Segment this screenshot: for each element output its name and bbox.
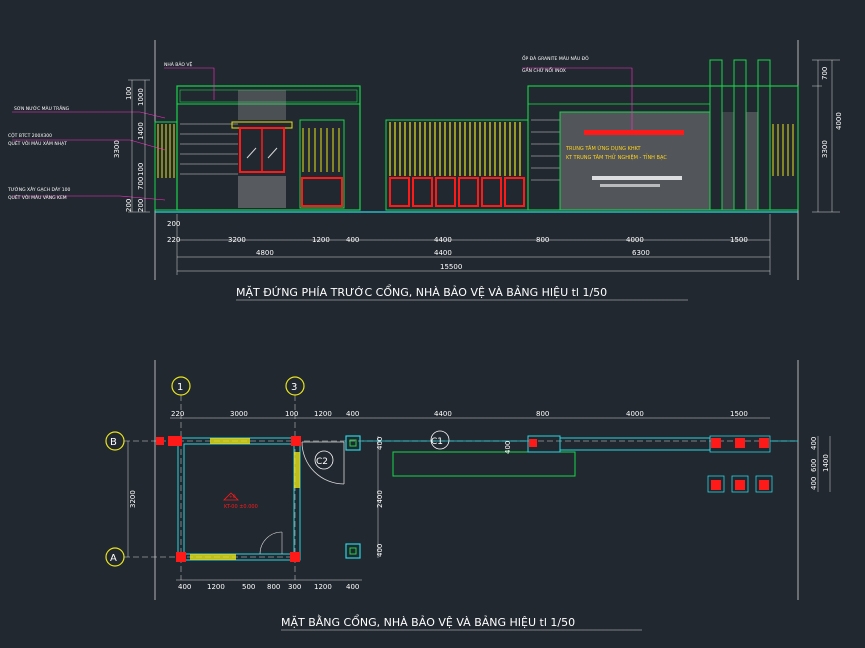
pbdim-400b: 400 xyxy=(346,583,359,591)
left-height-dims xyxy=(128,79,150,213)
dim-w-800: 800 xyxy=(536,236,549,244)
dim-h-100a: 100 xyxy=(125,87,133,100)
dim-small-200: 200 xyxy=(167,220,180,228)
dim-h-100b: 100 xyxy=(137,163,145,176)
dim-h-3300: 3300 xyxy=(113,140,121,158)
dim-h-4000r: 4000 xyxy=(835,112,843,130)
axis-3-label: 3 xyxy=(291,382,297,393)
main-gate-elevation xyxy=(385,119,529,211)
pdim-mid-400b: 400 xyxy=(376,544,384,557)
leader-lines xyxy=(12,67,633,201)
note-granite-2: GẮN CHỮ NỔI INOX xyxy=(522,66,566,74)
pbdim-300: 300 xyxy=(288,583,301,591)
right-height-dims xyxy=(812,59,840,213)
guard-house-plan: +0 KT-00 ±0.000 xyxy=(168,436,301,562)
pdim-400: 400 xyxy=(346,410,359,418)
door-c2: C2 xyxy=(301,441,345,485)
note-wall-1: TƯỜNG XÂY GẠCH DÀY 100 xyxy=(7,186,71,193)
dim-h-3300r: 3300 xyxy=(821,140,829,158)
dim-w-4400: 4400 xyxy=(434,236,452,244)
dim-h-700: 700 xyxy=(137,177,145,190)
dim-h-1000: 1000 xyxy=(137,88,145,106)
gate-dim-400: 400 xyxy=(504,441,512,454)
gate-c1: C1 400 xyxy=(362,430,576,477)
pdim-1500: 1500 xyxy=(730,410,748,418)
dim-w-220: 220 xyxy=(167,236,180,244)
door-tag-c2: C2 xyxy=(316,457,328,467)
pdim-left-3200: 3200 xyxy=(129,490,137,508)
dim-h-1400: 1400 xyxy=(137,122,145,140)
pdim-mid-2400: 2400 xyxy=(376,490,384,508)
note-paint: SƠN NƯỚC MÀU TRẮNG xyxy=(14,104,70,112)
sign-line-1: TRUNG TÂM ỨNG DỤNG KHKT xyxy=(565,145,642,152)
left-fence xyxy=(154,121,178,211)
elevation-view: TRUNG TÂM ỨNG DỤNG KHKT KT TRUNG TÂM THỬ… xyxy=(7,40,843,301)
pdim-r-400a: 400 xyxy=(810,437,818,450)
dim-total: 15500 xyxy=(440,263,462,271)
horizontal-dims xyxy=(176,214,771,275)
pdim-1200: 1200 xyxy=(314,410,332,418)
note-column-1: CỘT BTCT 200X300 xyxy=(8,132,52,139)
dim-h-200b: 200 xyxy=(137,199,145,212)
dim-w-4000: 4000 xyxy=(626,236,644,244)
level-tag: KT-00 ±0.000 xyxy=(224,504,258,510)
dim-w-4400b: 4400 xyxy=(434,249,452,257)
sign-line-2: KT TRUNG TÂM THỬ NGHIỆM - TỈNH BẠC xyxy=(566,153,667,161)
pbdim-500: 500 xyxy=(242,583,255,591)
dim-w-3200: 3200 xyxy=(228,236,246,244)
pdim-4400: 4400 xyxy=(434,410,452,418)
pbdim-400a: 400 xyxy=(178,583,191,591)
pdim-r-600: 600 xyxy=(810,459,818,472)
note-guard-house: NHÀ BẢO VỆ xyxy=(164,60,192,68)
plan-title: MẶT BẰNG CỔNG, NHÀ BẢO VỆ VÀ BẢNG HIỆU t… xyxy=(281,614,575,629)
axis-B-label: B xyxy=(110,437,117,448)
level-mark: +0 xyxy=(229,494,236,500)
note-granite-1: ỐP ĐÁ GRANITE MÀU NÂU ĐỎ xyxy=(522,54,589,62)
dim-h-700r: 700 xyxy=(821,67,829,80)
dim-h-200a: 200 xyxy=(125,199,133,212)
pbdim-1200b: 1200 xyxy=(314,583,332,591)
axis-3-bubble xyxy=(285,376,305,396)
plan-view: 1 3 B A +0 KT-00 ±0.000 xyxy=(105,360,831,631)
pdim-4000: 4000 xyxy=(626,410,644,418)
dim-w-6300: 6300 xyxy=(632,249,650,257)
axis-A-label: A xyxy=(110,553,117,564)
sign-wall-plan xyxy=(156,435,798,493)
pdim-3000: 3000 xyxy=(230,410,248,418)
pdim-100: 100 xyxy=(285,410,298,418)
pdim-r-1400: 1400 xyxy=(822,454,830,472)
door-tag-c1: C1 xyxy=(431,437,443,447)
pdim-mid-400a: 400 xyxy=(376,437,384,450)
dim-w-1200: 1200 xyxy=(312,236,330,244)
note-wall-2: QUÉT VÔI MÀU VÀNG KEM xyxy=(8,193,67,201)
pdim-800: 800 xyxy=(536,410,549,418)
pdim-r-400b: 400 xyxy=(810,477,818,490)
sign-wall-elevation: TRUNG TÂM ỨNG DỤNG KHKT KT TRUNG TÂM THỬ… xyxy=(527,59,799,211)
axis-B-bubble xyxy=(105,431,125,451)
guard-house-elevation xyxy=(176,85,361,211)
axis-A-bubble xyxy=(105,547,125,567)
axis-1-bubble xyxy=(171,376,191,396)
note-column-2: QUÉT VÔI MÀU XÁM NHẠT xyxy=(8,139,67,147)
pbdim-800: 800 xyxy=(267,583,280,591)
dim-w-1500: 1500 xyxy=(730,236,748,244)
dim-w-400: 400 xyxy=(346,236,359,244)
dim-w-4800: 4800 xyxy=(256,249,274,257)
axis-1-label: 1 xyxy=(177,382,183,393)
pbdim-1200a: 1200 xyxy=(207,583,225,591)
pdim-220: 220 xyxy=(171,410,184,418)
elevation-title: MẶT ĐỨNG PHÍA TRƯỚC CỔNG, NHÀ BẢO VỆ VÀ … xyxy=(236,284,607,299)
